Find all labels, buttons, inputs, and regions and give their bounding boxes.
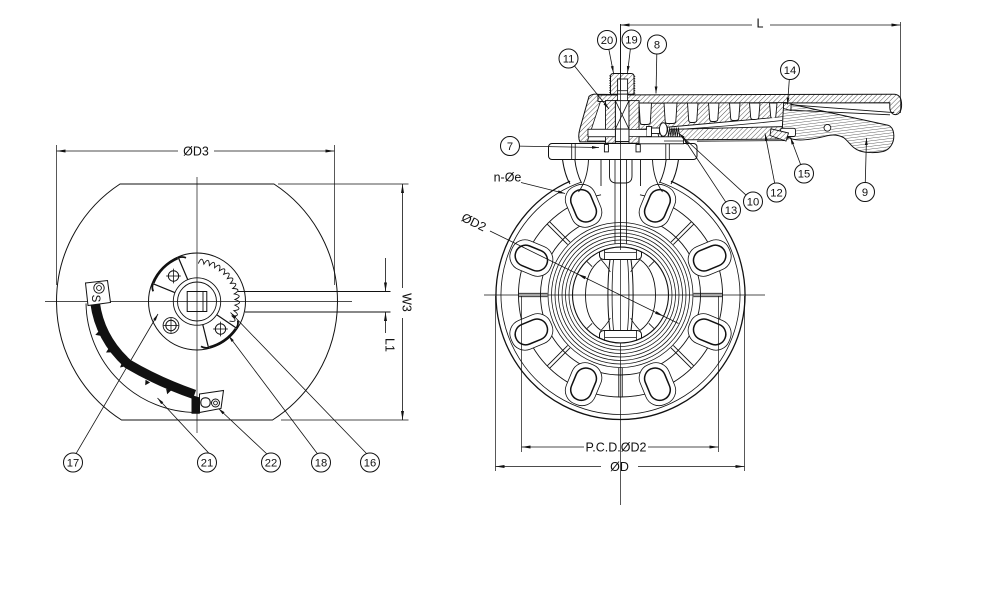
svg-text:18: 18: [315, 458, 327, 470]
svg-text:ØD3: ØD3: [183, 145, 209, 159]
svg-text:13: 13: [725, 205, 737, 217]
svg-text:L: L: [757, 17, 764, 31]
svg-text:16: 16: [364, 458, 376, 470]
svg-text:8: 8: [654, 40, 660, 52]
svg-text:12: 12: [770, 188, 782, 200]
svg-text:S: S: [89, 295, 101, 303]
svg-text:20: 20: [601, 35, 613, 47]
svg-text:22: 22: [265, 458, 277, 470]
svg-text:n-Øe: n-Øe: [494, 171, 522, 185]
svg-text:19: 19: [625, 35, 637, 47]
svg-text:11: 11: [563, 54, 575, 66]
svg-text:P.C.D.ØD2: P.C.D.ØD2: [586, 441, 647, 455]
svg-text:10: 10: [747, 197, 759, 209]
svg-text:15: 15: [798, 169, 810, 181]
svg-text:9: 9: [862, 187, 868, 199]
svg-text:21: 21: [201, 458, 213, 470]
svg-text:W3: W3: [400, 293, 414, 312]
svg-text:L1: L1: [383, 338, 397, 352]
svg-text:17: 17: [67, 458, 79, 470]
svg-text:14: 14: [784, 65, 796, 77]
svg-text:7: 7: [507, 141, 513, 153]
svg-text:ØD: ØD: [610, 460, 629, 474]
